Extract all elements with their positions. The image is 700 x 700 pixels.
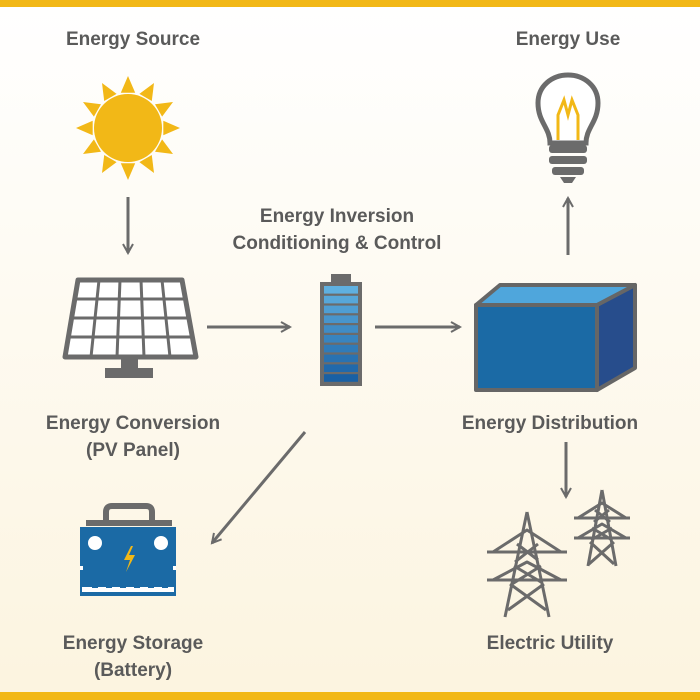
power-pylon-large-icon [487,511,567,618]
label-energy-source: Energy Source [66,29,200,50]
sun-ray [83,139,101,154]
label-battery: (Battery) [94,660,172,681]
sun-disc [94,94,162,162]
charge-cell [324,344,358,353]
sun-ray [139,83,154,101]
storage-battery-icon [80,503,176,596]
charge-cell [324,325,358,333]
charge-cell [324,364,358,372]
sun-ray [155,139,173,154]
label-energy-conversion: Energy Conversion [46,413,220,434]
distribution-box-icon [474,283,637,392]
sun-ray [102,83,117,101]
sun-ray [139,155,154,173]
label-energy-distribution: Energy Distribution [462,413,638,434]
label-conditioning-control: Conditioning & Control [233,233,442,254]
charge-cell [324,305,358,314]
sun-ray [102,155,117,173]
label-pv-panel: (PV Panel) [86,440,180,461]
pv-panel-icon [62,277,199,378]
power-pylon-small-icon [574,489,630,567]
arrow-inverter-to-storage [212,431,307,543]
label-energy-use: Energy Use [516,29,621,50]
label-energy-inversion: Energy Inversion [260,206,414,227]
sun-ray [120,163,136,180]
charge-controller-icon [320,274,362,386]
charge-cell [324,354,358,363]
bottom-accent-bar [0,692,700,700]
charge-cell [324,286,358,294]
charge-cell [324,315,358,323]
sun-ray [76,120,93,136]
charge-cell [324,335,358,343]
sun-ray [83,102,101,117]
label-energy-storage: Energy Storage [63,633,203,654]
charge-cell [324,374,358,382]
sun-ray [163,120,180,136]
sun-ray [120,76,136,93]
charge-cell [324,295,358,304]
top-accent-bar [0,0,700,7]
sun-icon [76,76,180,180]
label-electric-utility: Electric Utility [487,633,614,654]
light-bulb-icon [535,72,601,183]
sun-ray [155,102,173,117]
